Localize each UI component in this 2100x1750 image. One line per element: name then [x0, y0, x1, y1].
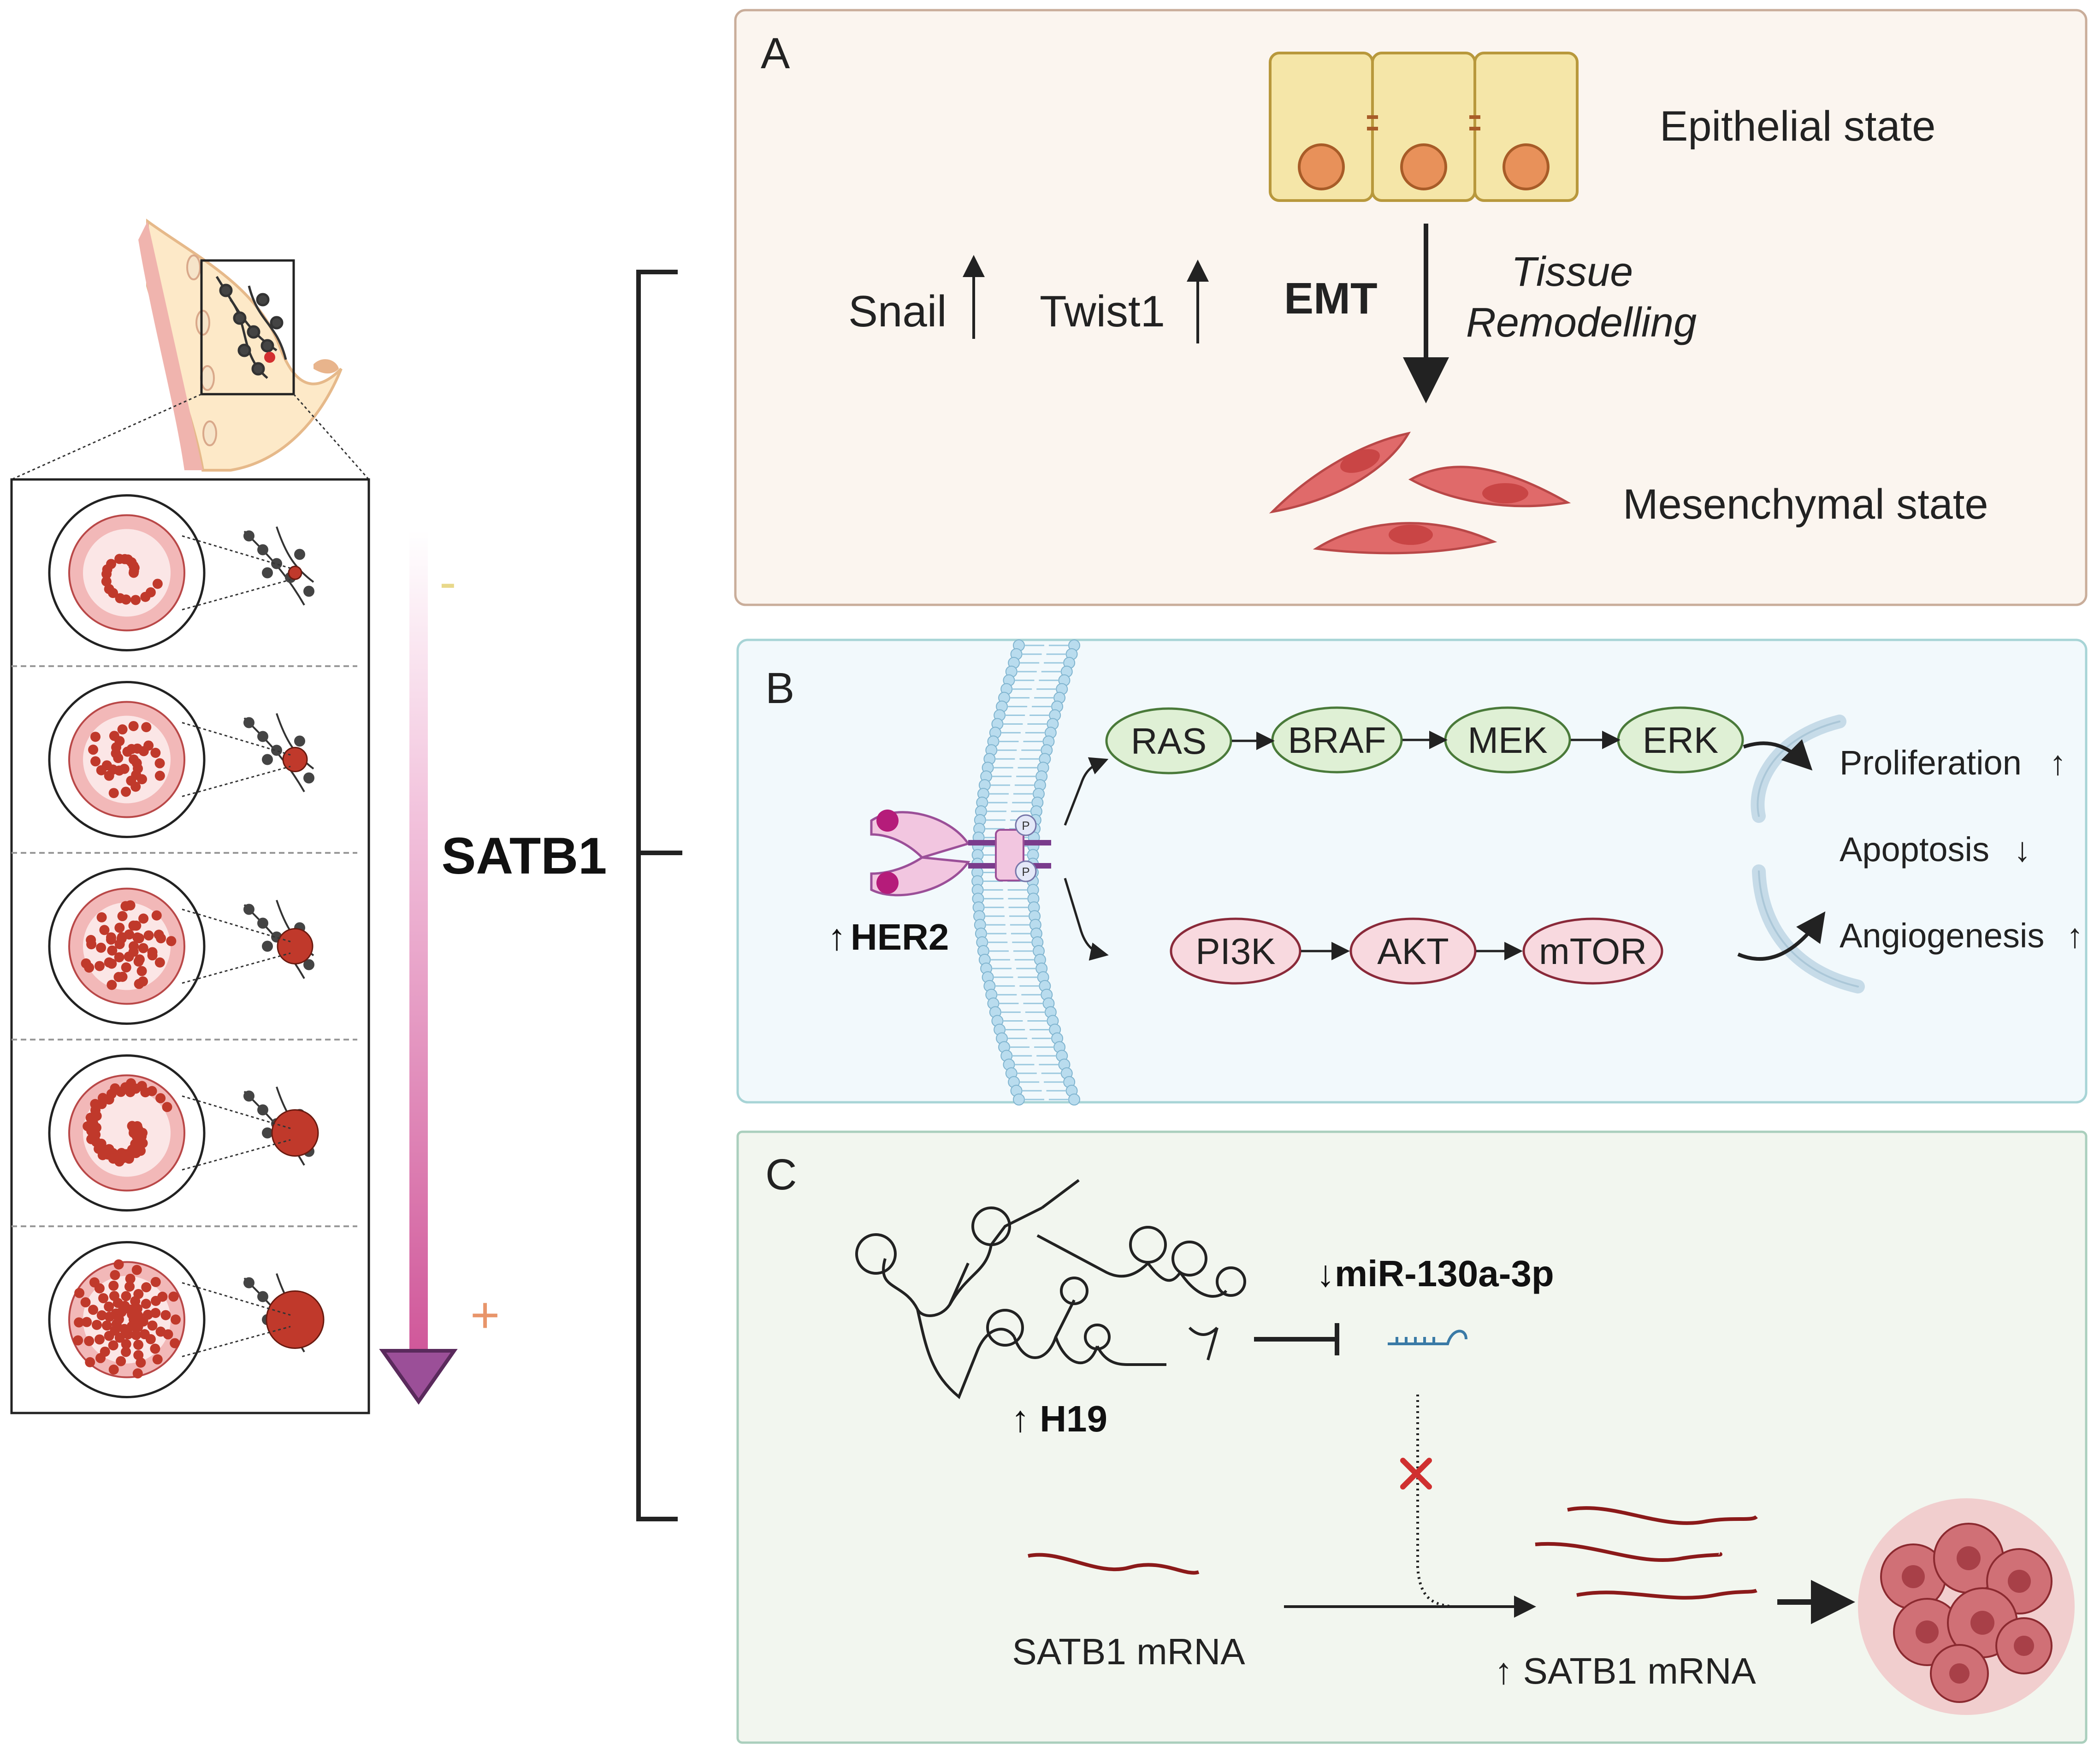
panel-b: [736, 639, 2088, 1104]
panel-b-label: B: [765, 664, 794, 713]
block-x-icon: [1400, 1458, 1432, 1490]
ras-node: RAS: [1105, 707, 1232, 774]
outcome-bracket-arcs: [1751, 715, 1865, 993]
erk-outcome-arrow: [1743, 739, 1813, 771]
satb1-gradient-arrow: [379, 530, 458, 1405]
tumor-cluster-icon: [1858, 1498, 2075, 1715]
satb1-mrna-up-label: ↑ SATB1 mRNA: [1494, 1650, 1756, 1691]
panel-a-label: A: [761, 29, 790, 78]
svg-text:mTOR: mTOR: [1539, 931, 1647, 972]
svg-text:PI3K: PI3K: [1195, 931, 1275, 972]
pi3k-node: PI3K: [1170, 917, 1301, 985]
mtor-node: mTOR: [1522, 917, 1663, 985]
epithelial-cells-icon: [1269, 52, 1579, 202]
twist-label: Twist1: [1040, 287, 1165, 336]
progression-stages: [12, 494, 357, 1398]
braf-node: BRAF: [1271, 706, 1403, 774]
progression-stage: [12, 1225, 357, 1398]
bracket: [636, 270, 678, 1521]
snail-label: Snail: [848, 287, 946, 336]
h19-lncrna-icon: [855, 1179, 1246, 1399]
tissue-label-1: Tissue: [1511, 249, 1633, 295]
outcome-angiogenesis-arrow: ↑: [2066, 916, 2083, 955]
satb1-title: SATB1: [442, 827, 607, 885]
outcome-proliferation-arrow: ↑: [2049, 744, 2066, 782]
svg-text:AKT: AKT: [1377, 931, 1449, 972]
her2-arrow: ↑: [828, 916, 846, 958]
akt-node: AKT: [1349, 917, 1477, 985]
mtor-outcome-arrow: [1737, 911, 1826, 961]
svg-text:MEK: MEK: [1467, 720, 1547, 761]
progression-stage: [12, 1039, 357, 1212]
branch-arrow-bottom: [1064, 878, 1109, 961]
her2-label: HER2: [851, 916, 949, 958]
high-sign: +: [470, 1287, 500, 1343]
panel-a: [734, 9, 2088, 606]
phospho-label-1: P: [1022, 819, 1029, 833]
low-sign: -: [439, 554, 456, 610]
breast-illustration: [11, 219, 370, 480]
mek-node: MEK: [1444, 706, 1571, 774]
erk-node: ERK: [1617, 706, 1744, 774]
panel-c-label: C: [765, 1150, 797, 1199]
phospho-label-2: P: [1022, 865, 1029, 879]
progression-stage: [12, 852, 357, 1025]
emt-label: EMT: [1284, 274, 1378, 323]
cell-membrane: [971, 639, 1080, 1106]
h19-label: ↑ H19: [1011, 1398, 1107, 1439]
outcome-proliferation: Proliferation: [1840, 744, 2022, 782]
branch-arrow-top: [1064, 757, 1109, 826]
mirna-label: ↓miR-130a-3p: [1316, 1253, 1554, 1294]
outcome-apoptosis-arrow: ↓: [2014, 830, 2031, 869]
progression-stage: [48, 494, 314, 651]
satb1-mrna-label: SATB1 mRNA: [1012, 1631, 1245, 1672]
tissue-label-2: Remodelling: [1466, 300, 1697, 346]
satb1-mrna-multiple-icon: [1535, 1506, 1758, 1600]
svg-text:RAS: RAS: [1131, 721, 1207, 762]
progression-stage: [12, 665, 357, 838]
mirna-icon: [1388, 1330, 1467, 1345]
her2-receptor-icon: [870, 810, 1051, 897]
svg-text:BRAF: BRAF: [1288, 720, 1386, 761]
mesenchymal-cells-icon: [1269, 432, 1571, 555]
outcome-angiogenesis: Angiogenesis: [1840, 916, 2044, 955]
svg-text:ERK: ERK: [1643, 720, 1719, 761]
mesenchymal-label: Mesenchymal state: [1623, 481, 1988, 528]
epithelial-label: Epithelial state: [1660, 103, 1935, 150]
satb1-mrna-icon: [1028, 1553, 1200, 1575]
outcome-apoptosis: Apoptosis: [1840, 830, 1989, 869]
